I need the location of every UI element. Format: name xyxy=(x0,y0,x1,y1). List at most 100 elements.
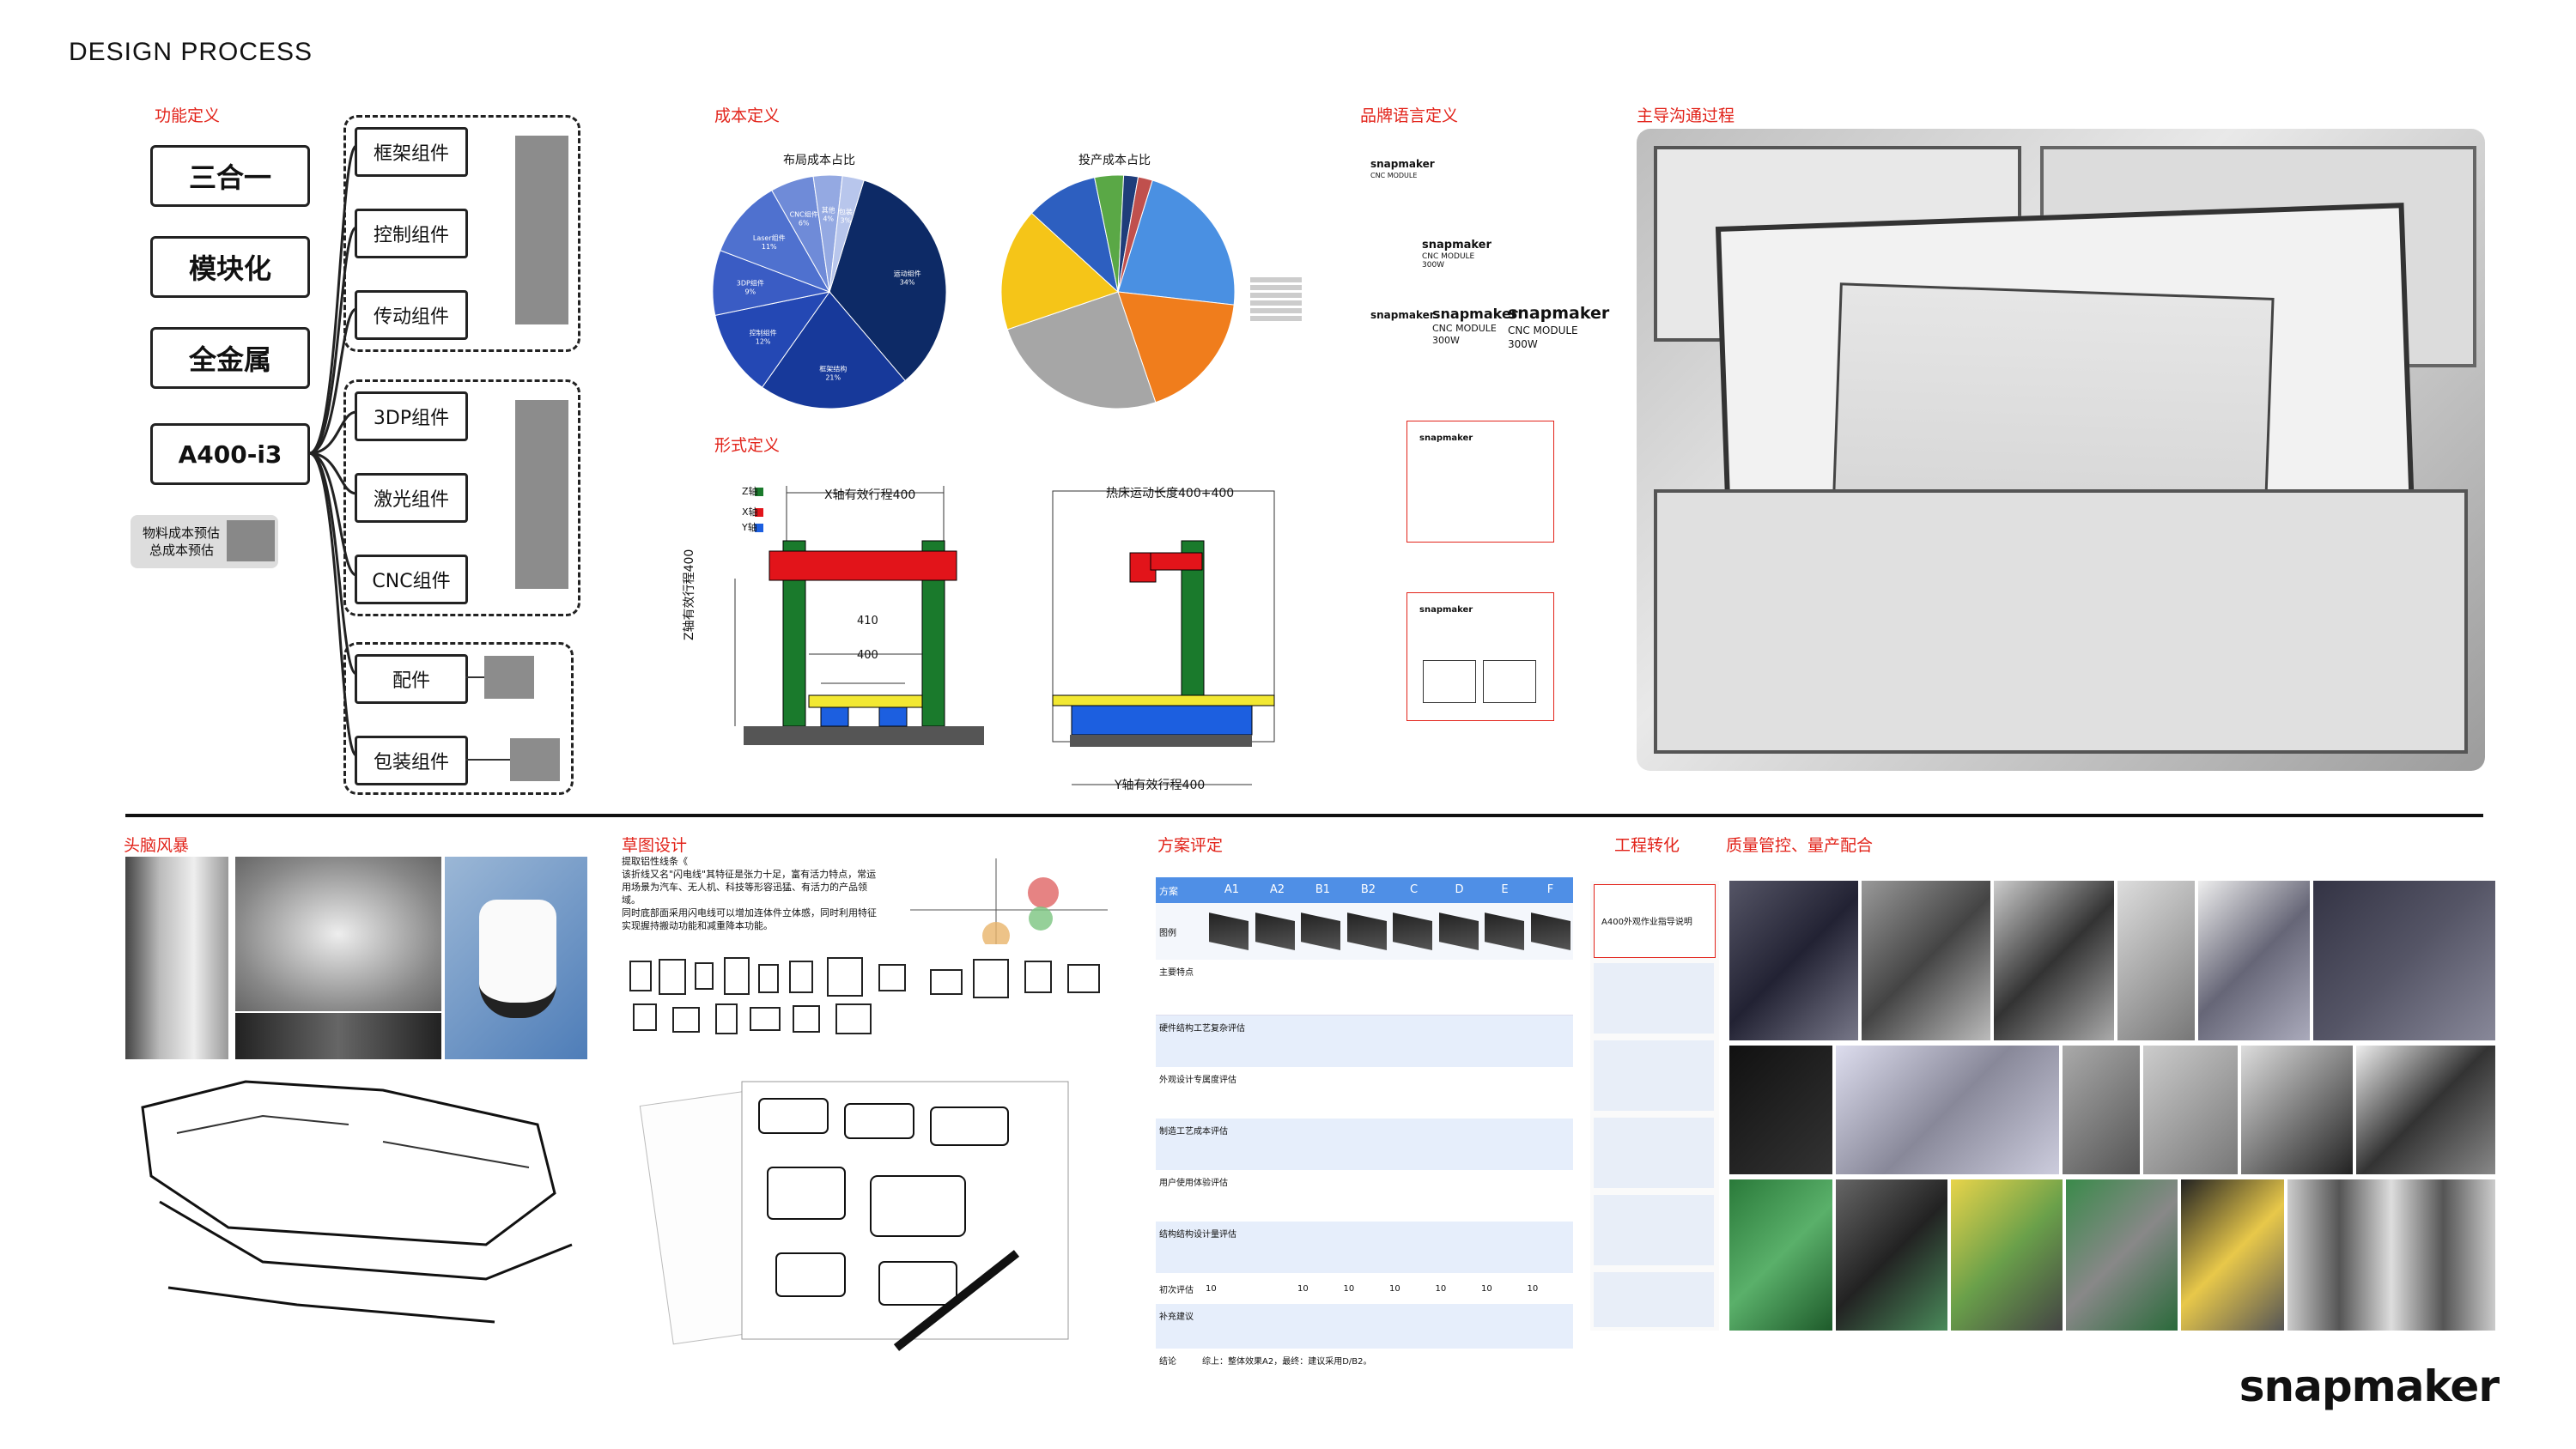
eval-header-2: A2 xyxy=(1269,883,1285,896)
eval-init-f: 10 xyxy=(1527,1283,1539,1294)
whiteboard-5 xyxy=(1654,489,2468,754)
qc-photo-6 xyxy=(2313,881,2495,1040)
qc-photo-11 xyxy=(2241,1046,2353,1174)
pie2-legend xyxy=(1250,275,1302,352)
eval-thumb-b2 xyxy=(1346,912,1386,950)
eval-header-1: A1 xyxy=(1224,883,1240,896)
section-qc-label: 质量管控、量产配合 xyxy=(1726,836,1874,855)
dim-410-label: 410 xyxy=(857,615,878,627)
evaluation-table: 方案 A1 A2 B1 B2 C D E F 图例 主要特点 硬件结构工艺复杂评… xyxy=(1156,877,1573,1397)
section-eval-label: 方案评定 xyxy=(1157,836,1224,855)
eng-doc-page-1 xyxy=(1594,963,1714,1034)
pie-slice xyxy=(720,190,831,293)
pie-slice xyxy=(1117,176,1153,293)
whiteboard-photo xyxy=(1637,129,2485,771)
brand-guideline-panel: snapmaker CNC MODULE snapmaker CNC MODUL… xyxy=(1370,155,1609,755)
eval-header-0: 方案 xyxy=(1159,886,1178,897)
comp-3dp: 3DP组件 xyxy=(355,391,468,441)
pie-slice xyxy=(1006,291,1157,409)
brand-label-layout-2: snapmaker xyxy=(1406,592,1554,721)
comp-package: 包装组件 xyxy=(355,736,468,785)
qc-photo-15 xyxy=(1951,1179,2063,1331)
pie-slice xyxy=(1117,179,1236,306)
eval-header-5: C xyxy=(1409,883,1419,896)
section-brand-label: 品牌语言定义 xyxy=(1360,106,1459,125)
sketch-sheet xyxy=(622,944,1137,1351)
eval-row-ux: 用户使用体验评估 xyxy=(1159,1179,1228,1188)
page-title: DESIGN PROCESS xyxy=(69,38,313,66)
eval-row-label-0: 图例 xyxy=(1159,928,1176,938)
feature-box-modular: 模块化 xyxy=(150,236,310,298)
comp-cnc: CNC组件 xyxy=(355,555,468,604)
section-sketch-label: 草图设计 xyxy=(622,836,688,855)
qc-photo-2 xyxy=(1862,881,1990,1040)
pie-label: 框架结构 xyxy=(819,364,847,373)
pie-slice xyxy=(714,291,831,388)
pie-label: 控制组件 xyxy=(750,329,777,337)
eval-init-a1: 10 xyxy=(1206,1283,1217,1294)
qc-photo-16 xyxy=(2066,1179,2178,1331)
section-comm-label: 主导沟通过程 xyxy=(1637,106,1735,125)
pie-label: CNC组件 xyxy=(790,209,818,218)
pie-slice xyxy=(1000,212,1119,330)
eval-header-8: F xyxy=(1546,883,1554,896)
pie-label: 其他 xyxy=(822,206,835,215)
brand-logo-2: snapmaker xyxy=(1422,239,1492,252)
device-render xyxy=(479,900,556,1018)
eval-row-design: 结构结构设计量评估 xyxy=(1156,1222,1573,1273)
legend-x-label: X轴 xyxy=(742,506,758,518)
brainstorm-sketch xyxy=(141,1080,573,1324)
pie-slice xyxy=(829,179,947,382)
qc-photo-5 xyxy=(2198,881,2310,1040)
pie2-title: 投产成本占比 xyxy=(1078,154,1151,167)
pie-chart-layout-cost: 运动组件34%框架结构21%控制组件12%3DP组件9%Laser组件11%CN… xyxy=(712,174,947,409)
qc-photo-14 xyxy=(1836,1179,1947,1331)
qc-photo-10 xyxy=(2143,1046,2238,1174)
pie-label: 包装 xyxy=(839,207,853,215)
bar-module-cost xyxy=(515,400,568,589)
brand-module-5: CNC MODULE xyxy=(1508,324,1578,336)
group-acc-dashed xyxy=(343,642,574,795)
group-modules-dashed xyxy=(343,379,580,616)
brand-power-4: 300W xyxy=(1432,335,1460,346)
legend-material: 物料成本预估 xyxy=(143,525,221,541)
eng-doc-page-4 xyxy=(1594,1195,1714,1265)
comp-control: 控制组件 xyxy=(355,209,468,258)
feature-box-3in1: 三合一 xyxy=(150,145,310,207)
pie-pct: 6% xyxy=(799,219,810,227)
qc-photo-13 xyxy=(1729,1179,1832,1331)
brand-logo-5: snapmaker xyxy=(1508,304,1610,323)
bar-frame-cost xyxy=(515,136,568,324)
brand-power-5: 300W xyxy=(1508,338,1538,350)
eval-init-b2: 10 xyxy=(1343,1283,1355,1294)
eng-doc-cover: A400外观作业指导说明 xyxy=(1594,884,1716,958)
sketch-notes: 提取铝性线条《 该折线又名"闪电线"其特征是张力十足，富有活力特点，常运用场景为… xyxy=(622,855,879,932)
section-brainstorm-label: 头脑风暴 xyxy=(124,836,190,855)
legend-swatch xyxy=(227,520,275,561)
eval-init-c: 10 xyxy=(1389,1283,1400,1294)
pie-slice xyxy=(829,175,865,293)
eval-thumb-a2 xyxy=(1255,912,1294,950)
brand-icon-box-2 xyxy=(1483,660,1536,703)
qc-photo-4 xyxy=(2117,881,2195,1040)
positioning-diagram xyxy=(910,858,1108,970)
eval-thumb-e xyxy=(1485,912,1524,950)
section-cost-label: 成本定义 xyxy=(714,106,781,125)
pie-label: Laser组件 xyxy=(753,233,786,242)
pie-pct: 34% xyxy=(900,278,915,286)
bed-travel-label: 热床运动长度400+400 xyxy=(1106,487,1235,500)
brand-label-layout-1: snapmaker xyxy=(1406,421,1554,543)
brand-icon-box-1 xyxy=(1423,660,1476,703)
pie-slice xyxy=(761,291,906,409)
tree-connectors xyxy=(308,144,358,757)
pie-pct: 9% xyxy=(744,288,756,296)
eval-thumb-b1 xyxy=(1301,912,1340,950)
pie-pct: 11% xyxy=(762,243,777,251)
eng-doc-title: A400外观作业指导说明 xyxy=(1601,918,1692,927)
pack-link xyxy=(465,759,510,761)
engineering-doc: A400外观作业指导说明 xyxy=(1590,881,1719,1331)
eval-row-features: 主要特点 xyxy=(1156,960,1573,1016)
pie-label: 运动组件 xyxy=(894,269,921,277)
eval-row-initial: 初次评估 10 10 10 10 10 10 10 xyxy=(1156,1273,1573,1304)
brand-logo-7: snapmaker xyxy=(1419,605,1473,615)
